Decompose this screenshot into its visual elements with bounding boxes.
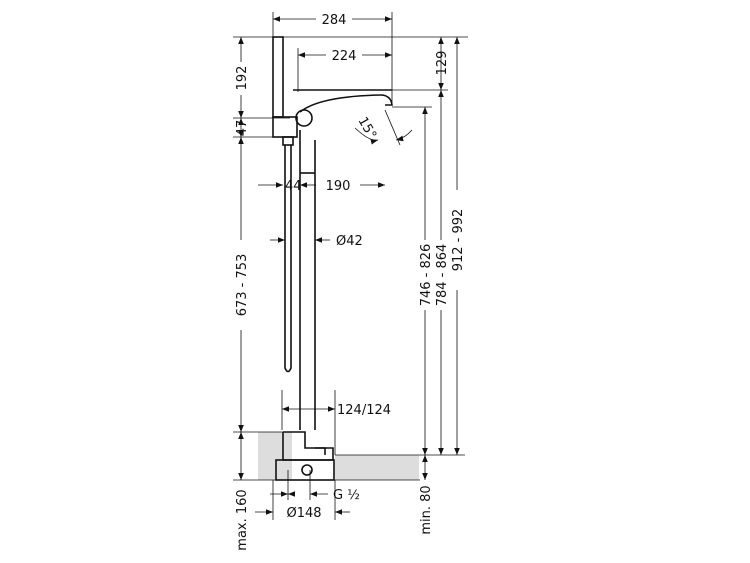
hand-shower: [272, 36, 284, 118]
dim-min-80: min. 80: [419, 485, 434, 534]
dim-192: 192: [235, 66, 250, 91]
dim-673-753: 673 - 753: [235, 254, 250, 317]
dim-124-124: 124/124: [337, 403, 391, 418]
dim-784-864: 784 - 864: [435, 244, 450, 307]
dim-912-992: 912 - 992: [451, 209, 466, 272]
mixer-outline: [272, 36, 393, 481]
dim-284: 284: [322, 13, 347, 28]
dim-190: 190: [326, 179, 351, 194]
dimension-lines: [238, 16, 460, 515]
dim-224: 224: [332, 49, 357, 64]
handle-cross: [295, 109, 313, 127]
dim-diameter-148: Ø148: [286, 506, 321, 521]
floor-cavity-right: [335, 455, 419, 480]
dim-746-826: 746 - 826: [419, 244, 434, 307]
floor-cavity-left: [258, 432, 292, 480]
dim-g-half: G ½: [333, 488, 360, 503]
dim-44: 44: [285, 179, 302, 194]
installation-box: [275, 459, 335, 481]
dim-max-160: max. 160: [235, 489, 250, 550]
reference-lines: [233, 12, 468, 520]
dim-diameter-42: Ø42: [336, 234, 363, 249]
dim-129: 129: [435, 51, 450, 76]
dim-angle-15: 15°: [355, 115, 380, 142]
dim-47: 47: [235, 120, 250, 137]
